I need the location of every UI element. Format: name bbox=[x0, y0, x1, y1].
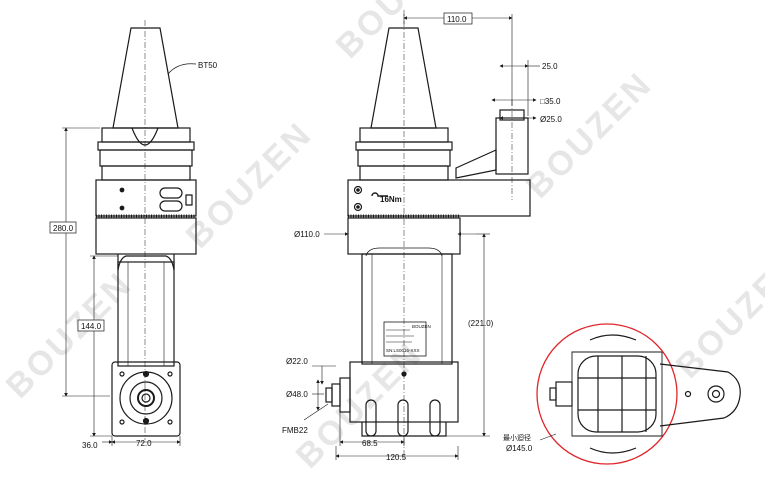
fmb22-label: FMB22 bbox=[282, 426, 308, 435]
min-rotation-dia: Ø145.0 bbox=[506, 444, 533, 453]
dim-width-68-5: 68.5 bbox=[362, 439, 378, 448]
plan-view-labels: 最小迴径 Ø145.0 bbox=[503, 433, 557, 453]
min-rotation-circle bbox=[536, 323, 678, 465]
dim-body-dia110: Ø110.0 bbox=[294, 230, 320, 239]
front-view bbox=[95, 20, 197, 440]
dim-key-sq35: □35.0 bbox=[540, 97, 561, 106]
dim-key-25: 25.0 bbox=[542, 62, 558, 71]
dim-width-120-5: 120.5 bbox=[386, 453, 407, 462]
bt50-label: BT50 bbox=[198, 61, 218, 70]
watermark-2: BOUZEN bbox=[329, 0, 470, 66]
nameplate-brand: BOUZEN bbox=[412, 324, 431, 329]
side-view-dimensions bbox=[303, 14, 540, 460]
front-view-dimensions bbox=[62, 127, 181, 446]
watermark-6: BOUZEN bbox=[0, 265, 140, 406]
dim-height-221: (221.0) bbox=[468, 319, 494, 328]
dim-offset-36: 36.0 bbox=[82, 441, 98, 450]
nameplate-text: BOUZEN SN:LS0016-XXX 16Nm bbox=[380, 195, 431, 353]
dim-height-144: 144.0 bbox=[81, 322, 102, 331]
side-view bbox=[325, 10, 531, 460]
bt50-callout: BT50 bbox=[167, 61, 218, 75]
watermark-5: BOUZEN bbox=[669, 245, 765, 386]
nameplate-serial: SN:LS0016-XXX bbox=[386, 348, 420, 353]
dim-width-72: 72.0 bbox=[136, 439, 152, 448]
min-rotation-cn: 最小迴径 bbox=[503, 433, 531, 442]
torque-label: 16Nm bbox=[380, 195, 402, 204]
front-dim-labels: 280.0 144.0 36.0 72.0 bbox=[49, 221, 152, 450]
side-dim-labels: 110.0 25.0 □35.0 Ø25.0 Ø110.0 (221.0) Ø2… bbox=[282, 12, 562, 462]
dim-key-dia25: Ø25.0 bbox=[540, 115, 562, 124]
dim-height-280: 280.0 bbox=[53, 224, 74, 233]
dim-dia22: Ø22.0 bbox=[286, 357, 308, 366]
plan-view bbox=[536, 323, 741, 465]
watermark-3: BOUZEN bbox=[519, 65, 660, 206]
dim-dia48: Ø48.0 bbox=[286, 390, 308, 399]
dim-top-110: 110.0 bbox=[447, 15, 467, 24]
